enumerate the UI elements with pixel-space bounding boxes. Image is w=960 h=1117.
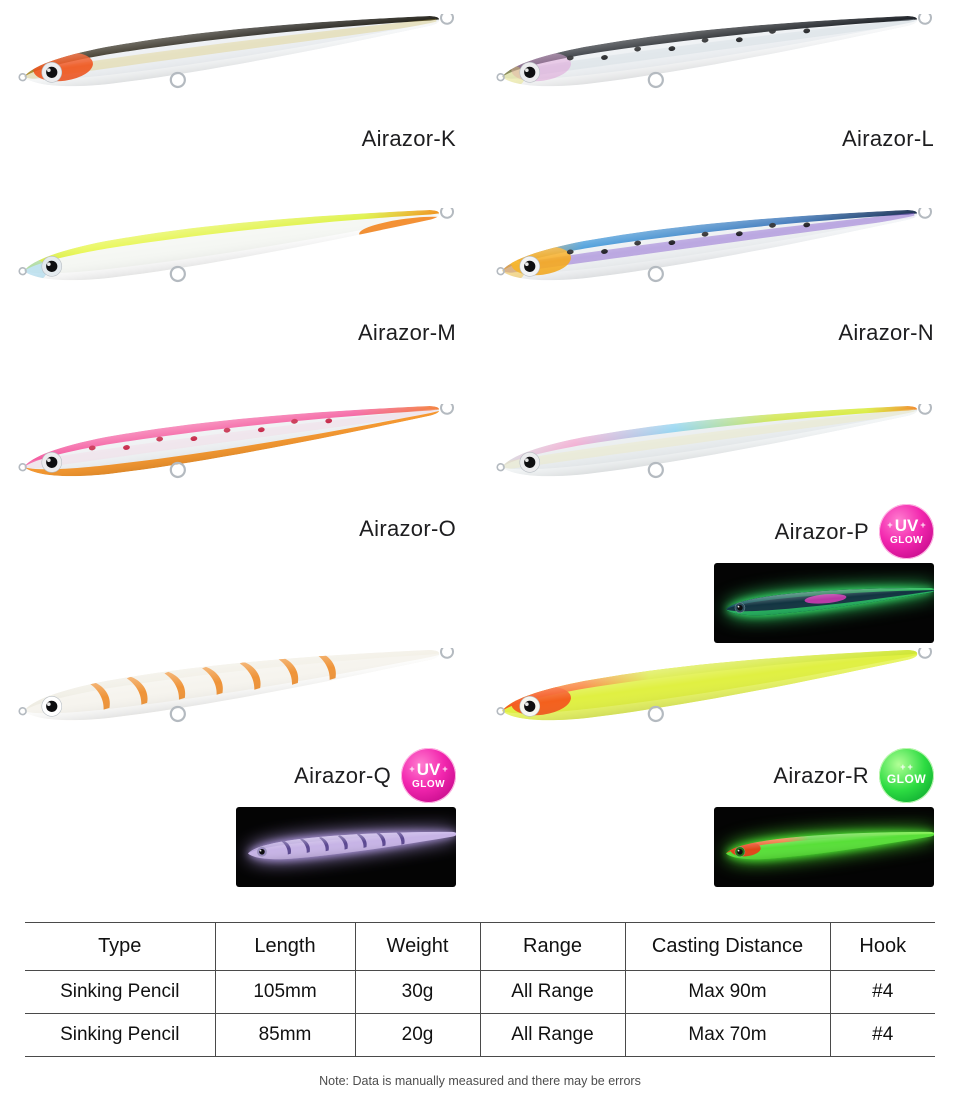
uv-glow-badge: +UV+ GLOW — [401, 748, 456, 803]
uv-glow-badge: +UV+ GLOW — [879, 504, 934, 559]
lure-image — [8, 404, 472, 504]
lure-label: Airazor-N — [838, 320, 934, 345]
lure-label: Airazor-L — [842, 126, 934, 151]
lure-caption: Airazor-O — [8, 504, 472, 554]
lure-image — [8, 14, 472, 114]
product-cell-airazor-p: Airazor-P +UV+ GLOW — [486, 404, 950, 643]
spec-cell: #4 — [829, 1013, 935, 1057]
product-cell-airazor-q: Airazor-Q +UV+ GLOW — [8, 648, 472, 887]
lure-image — [486, 648, 950, 748]
spec-cell: 85mm — [214, 1013, 355, 1057]
spec-cell: Sinking Pencil — [25, 970, 215, 1014]
spec-cell: Sinking Pencil — [25, 1013, 215, 1057]
lure-caption: Airazor-N — [486, 308, 950, 358]
lure-label: Airazor-Q — [294, 762, 391, 788]
spec-cell: 30g — [354, 970, 480, 1014]
spec-cell: Max 90m — [624, 970, 830, 1014]
spec-cell: #4 — [829, 970, 935, 1014]
spec-cell: All Range — [479, 1013, 625, 1057]
product-cell-airazor-m: Airazor-M — [8, 208, 472, 358]
product-cell-airazor-k: Airazor-K — [8, 14, 472, 164]
lure-caption: Airazor-P +UV+ GLOW — [486, 504, 950, 559]
column-header-range: Range — [479, 922, 625, 971]
lure-caption: Airazor-K — [8, 114, 472, 164]
product-cell-airazor-r: Airazor-R ++ GLOW — [486, 648, 950, 887]
lure-caption: Airazor-L — [486, 114, 950, 164]
spec-cell: All Range — [479, 970, 625, 1014]
lure-image — [486, 14, 950, 114]
lure-label: Airazor-M — [357, 320, 456, 345]
spec-table: Type Length Weight Range Casting Distanc… — [25, 922, 935, 1057]
product-cell-airazor-n: Airazor-N — [486, 208, 950, 358]
note-text: Note: Data is manually measured and ther… — [319, 1074, 641, 1088]
lure-caption: Airazor-R ++ GLOW — [486, 748, 950, 803]
glow-photo — [236, 807, 456, 887]
lure-caption: Airazor-Q +UV+ GLOW — [8, 748, 472, 803]
lure-caption: Airazor-M — [8, 308, 472, 358]
glow-badge: ++ GLOW — [879, 748, 934, 803]
lure-image — [8, 648, 472, 748]
glow-photo — [714, 563, 934, 643]
lure-image — [8, 208, 472, 308]
column-header-casting-distance: Casting Distance — [624, 922, 830, 971]
column-header-length: Length — [214, 922, 355, 971]
glow-photo — [714, 807, 934, 887]
lure-label: Airazor-O — [359, 516, 456, 541]
column-header-hook: Hook — [829, 922, 935, 971]
spec-cell: Max 70m — [624, 1013, 830, 1057]
spec-header-row: Type Length Weight Range Casting Distanc… — [25, 922, 935, 971]
product-cell-airazor-o: Airazor-O — [8, 404, 472, 554]
spec-cell: 105mm — [214, 970, 355, 1014]
spec-cell: 20g — [354, 1013, 480, 1057]
column-header-weight: Weight — [354, 922, 480, 971]
lure-image — [486, 208, 950, 308]
lure-label: Airazor-P — [774, 518, 869, 544]
lure-label: Airazor-K — [361, 126, 456, 151]
lure-label: Airazor-R — [773, 762, 869, 788]
product-cell-airazor-l: Airazor-L — [486, 14, 950, 164]
column-header-type: Type — [25, 922, 215, 971]
lure-image — [486, 404, 950, 504]
